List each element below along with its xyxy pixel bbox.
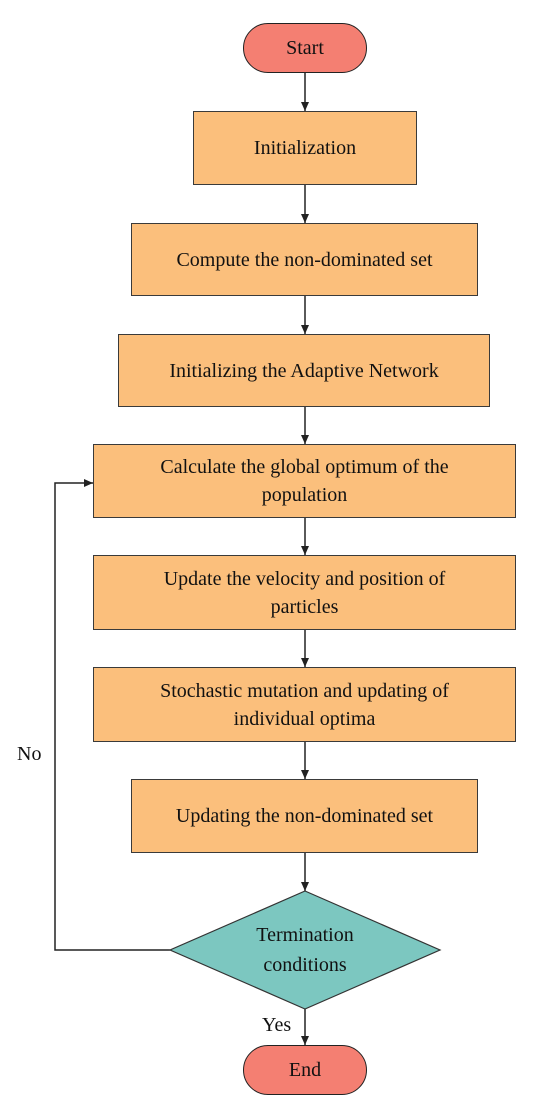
step-compute-non-dominated-set: Compute the non-dominated set	[131, 223, 478, 296]
step-stochastic-mutation: Stochastic mutation and updating of indi…	[93, 667, 516, 742]
end-terminal: End	[243, 1045, 367, 1095]
step-calculate-global-optimum: Calculate the global optimum of the popu…	[93, 444, 516, 518]
step-initializing-adaptive-network: Initializing the Adaptive Network	[118, 334, 490, 407]
arrow-no-loop	[54, 479, 170, 951]
yes-label: Yes	[262, 1014, 292, 1036]
step-initialization: Initialization	[193, 111, 417, 185]
step-updating-non-dominated-set: Updating the non-dominated set	[131, 779, 478, 853]
start-terminal: Start	[243, 23, 367, 73]
decision-diamond	[168, 890, 442, 1010]
step-update-velocity-position: Update the velocity and position of part…	[93, 555, 516, 630]
decision-label: Termination conditions	[256, 924, 354, 976]
no-label: No	[17, 743, 42, 765]
